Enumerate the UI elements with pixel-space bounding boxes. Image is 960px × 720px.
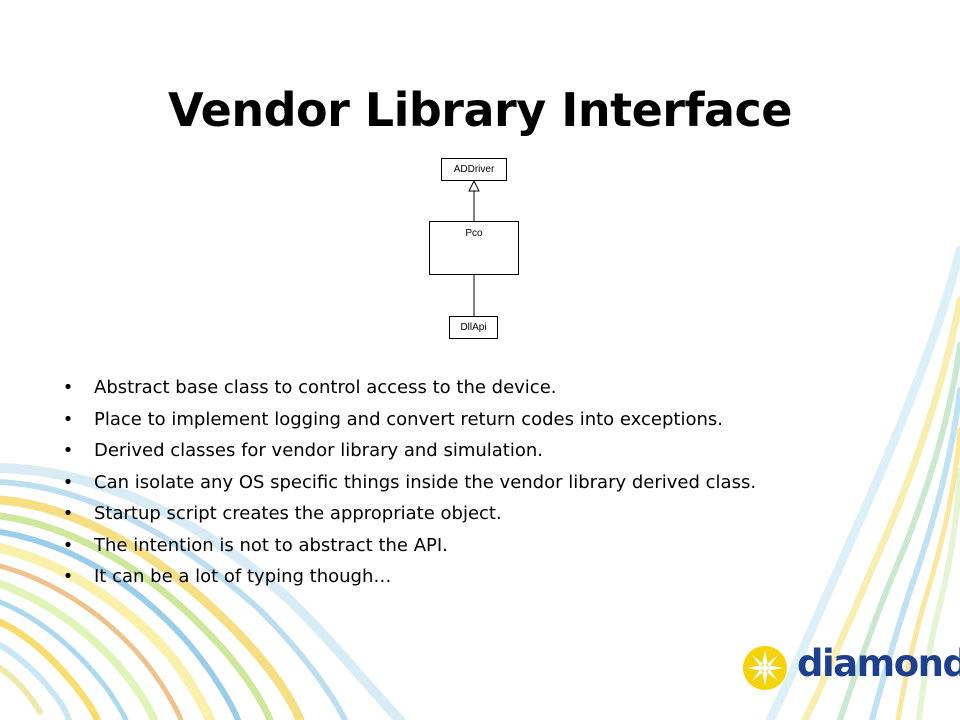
uml-class-diagram: ADDriver Pco DllApi bbox=[420, 150, 530, 350]
bullet-list: • Abstract base class to control access t… bbox=[63, 374, 757, 595]
bullet-icon: • bbox=[62, 566, 74, 587]
uml-class-dllapi: DllApi bbox=[449, 316, 498, 339]
sun-burst-icon bbox=[743, 646, 787, 690]
bullet-text: Derived classes for vendor library and s… bbox=[94, 440, 544, 461]
uml-connectors bbox=[468, 179, 480, 316]
bullet-item: • The intention is not to abstract the AP… bbox=[63, 532, 756, 564]
bullet-text: Startup script creates the appropriate o… bbox=[94, 503, 502, 524]
uml-class-pco: Pco bbox=[429, 221, 519, 275]
bullet-icon: • bbox=[62, 440, 74, 461]
bullet-icon: • bbox=[62, 408, 74, 430]
uml-class-addriver: ADDriver bbox=[441, 158, 507, 181]
bullet-text: Place to implement logging and convert r… bbox=[94, 408, 723, 430]
bullet-icon: • bbox=[62, 377, 74, 398]
bullet-item: • Derived classes for vendor library and … bbox=[63, 437, 756, 469]
bullet-icon: • bbox=[62, 503, 74, 524]
bullet-item: • Can isolate any OS specific things insi… bbox=[63, 469, 757, 501]
bullet-item: • Abstract base class to control access t… bbox=[63, 374, 756, 406]
diamond-logo-text: diamond bbox=[797, 642, 960, 685]
bullet-icon: • bbox=[62, 471, 74, 493]
bullet-text: Abstract base class to control access to… bbox=[94, 377, 557, 398]
bullet-text: The intention is not to abstract the API… bbox=[94, 534, 448, 556]
inheritance-arrowhead bbox=[468, 179, 480, 192]
slide-title: Vendor Library Interface bbox=[168, 82, 792, 137]
bullet-item: • Startup script creates the appropriate … bbox=[63, 500, 756, 532]
bullet-text: It can be a lot of typing though… bbox=[94, 566, 392, 587]
bullet-item: • It can be a lot of typing though… bbox=[63, 563, 756, 595]
bullet-text: Can isolate any OS specific things insid… bbox=[94, 471, 757, 493]
bullet-item: • Place to implement logging and convert … bbox=[63, 406, 756, 438]
diamond-logo: diamond bbox=[735, 636, 960, 696]
bullet-icon: • bbox=[62, 534, 74, 556]
